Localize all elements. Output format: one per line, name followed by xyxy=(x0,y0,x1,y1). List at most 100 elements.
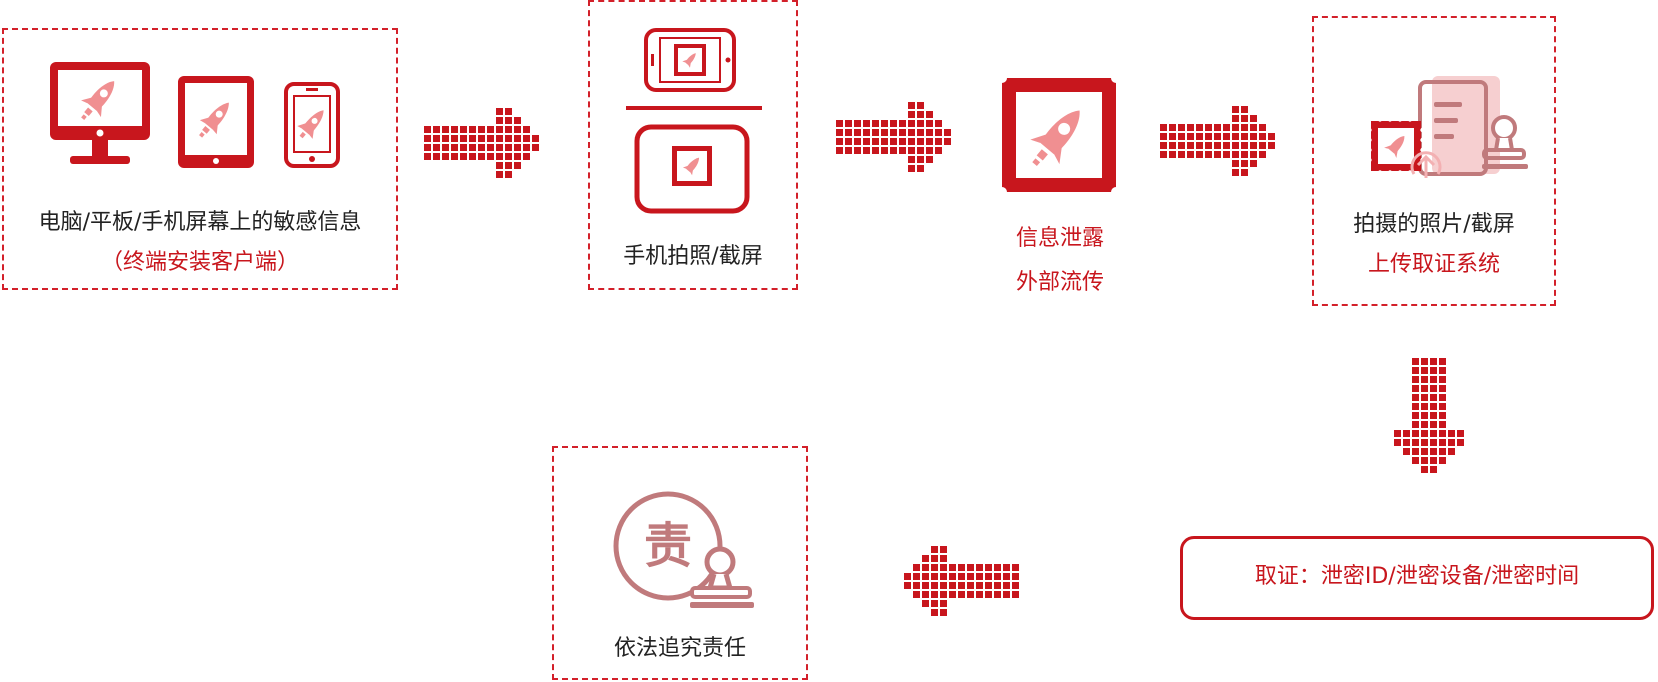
arrow-dot xyxy=(451,153,458,160)
arrow-dot xyxy=(1241,160,1248,167)
arrow-dot xyxy=(922,600,929,607)
arrow-dot xyxy=(1412,457,1419,464)
arrow-dot xyxy=(1205,151,1212,158)
arrow-dot xyxy=(505,117,512,124)
arrow-dot xyxy=(1241,124,1248,131)
arrow-dot xyxy=(1178,151,1185,158)
arrow-dot xyxy=(922,564,929,571)
arrow-dot xyxy=(1241,151,1248,158)
arrow-dot xyxy=(1412,394,1419,401)
arrow-dot xyxy=(940,555,947,562)
arrow-dot xyxy=(926,147,933,154)
arrow-dot xyxy=(1178,133,1185,140)
arrow-dot xyxy=(944,138,951,145)
arrow-dot xyxy=(505,171,512,178)
document-seal-icon xyxy=(1418,76,1528,176)
arrow-dot xyxy=(958,573,965,580)
arrow-dot xyxy=(1214,124,1221,131)
arrow-dot xyxy=(460,153,467,160)
arrow-dot xyxy=(1003,591,1010,598)
arrow-dot xyxy=(424,126,431,133)
arrow-dot xyxy=(958,591,965,598)
capture-title: 手机拍照/截屏 xyxy=(623,244,763,269)
arrow-dot xyxy=(460,135,467,142)
arrow-right-1 xyxy=(424,108,539,178)
arrow-dot xyxy=(1421,376,1428,383)
arrow-dot xyxy=(899,138,906,145)
arrow-dot xyxy=(1421,421,1428,428)
arrow-dot xyxy=(514,144,521,151)
arrow-dot xyxy=(899,120,906,127)
arrow-dot xyxy=(1169,142,1176,149)
arrow-dot xyxy=(1187,151,1194,158)
arrow-dot xyxy=(1196,151,1203,158)
leaked-photo-stamp-icon xyxy=(996,72,1122,198)
arrow-dot xyxy=(496,108,503,115)
arrow-dot xyxy=(931,582,938,589)
devices-title: 电脑/平板/手机屏幕上的敏感信息 xyxy=(38,210,362,235)
arrow-dot xyxy=(1421,439,1428,446)
arrow-dot xyxy=(478,135,485,142)
arrow-dot xyxy=(505,135,512,142)
arrow-dot xyxy=(505,108,512,115)
arrow-dot xyxy=(863,120,870,127)
arrow-dot xyxy=(1430,457,1437,464)
arrow-dot xyxy=(1430,412,1437,419)
arrow-dot xyxy=(496,126,503,133)
arrow-dot xyxy=(1439,385,1446,392)
arrow-dot xyxy=(872,138,879,145)
arrow-dot xyxy=(922,555,929,562)
arrow-dot xyxy=(935,147,942,154)
arrow-dot xyxy=(1430,439,1437,446)
arrow-dot xyxy=(1205,124,1212,131)
arrow-dot xyxy=(872,120,879,127)
arrow-dot xyxy=(985,582,992,589)
arrow-dot xyxy=(1448,430,1455,437)
arrow-dot xyxy=(1250,133,1257,140)
arrow-dot xyxy=(460,144,467,151)
arrow-dot xyxy=(424,135,431,142)
capture-step-box xyxy=(588,0,798,290)
arrow-dot xyxy=(1241,106,1248,113)
arrow-dot xyxy=(908,129,915,136)
arrow-dot xyxy=(1232,160,1239,167)
arrow-dot xyxy=(908,138,915,145)
arrow-dot xyxy=(1250,124,1257,131)
arrow-dot xyxy=(433,126,440,133)
arrow-dot xyxy=(1012,564,1019,571)
arrow-dot xyxy=(1439,367,1446,374)
arrow-dot xyxy=(1196,124,1203,131)
arrow-dot xyxy=(1439,394,1446,401)
arrow-dot xyxy=(917,138,924,145)
arrow-dot xyxy=(1223,151,1230,158)
arrow-dot xyxy=(1259,142,1266,149)
arrow-dot xyxy=(442,135,449,142)
arrow-dot xyxy=(1169,133,1176,140)
arrow-dot xyxy=(1223,124,1230,131)
arrow-dot xyxy=(890,147,897,154)
arrow-dot xyxy=(514,162,521,169)
arrow-dot xyxy=(836,129,843,136)
devices-subtitle: （终端安装客户端） xyxy=(100,250,299,275)
arrow-dot xyxy=(505,153,512,160)
arrow-dot xyxy=(931,564,938,571)
arrow-dot xyxy=(1403,430,1410,437)
arrow-dot xyxy=(469,144,476,151)
arrow-dot xyxy=(931,591,938,598)
arrow-dot xyxy=(487,153,494,160)
arrow-dot xyxy=(514,126,521,133)
arrow-dot xyxy=(890,138,897,145)
arrow-dot xyxy=(1205,142,1212,149)
arrow-dot xyxy=(926,129,933,136)
arrow-dot xyxy=(908,147,915,154)
arrow-dot xyxy=(496,153,503,160)
arrow-dot xyxy=(1232,142,1239,149)
arrow-dot xyxy=(935,120,942,127)
arrow-dot xyxy=(496,144,503,151)
arrow-dot xyxy=(487,126,494,133)
arrow-dot xyxy=(1232,151,1239,158)
arrow-dot xyxy=(1196,142,1203,149)
arrow-dot xyxy=(985,564,992,571)
arrow-dot xyxy=(931,555,938,562)
arrow-dot xyxy=(1412,439,1419,446)
